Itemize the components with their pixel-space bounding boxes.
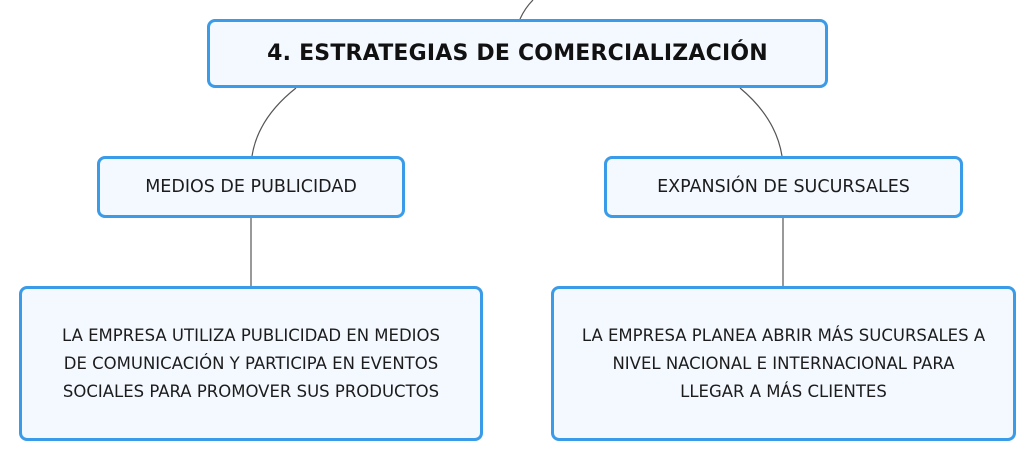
root-topic-label: 4. ESTRATEGIAS DE COMERCIALIZACIÓN: [267, 41, 768, 66]
subtopic-label: EXPANSIÓN DE SUCURSALES: [657, 177, 910, 197]
detail-medios-de-publicidad[interactable]: LA EMPRESA UTILIZA PUBLICIDAD EN MEDIOS …: [19, 286, 483, 441]
subtopic-expansion-de-sucursales[interactable]: EXPANSIÓN DE SUCURSALES: [604, 156, 963, 218]
subtopic-label: MEDIOS DE PUBLICIDAD: [145, 177, 357, 197]
detail-text: LA EMPRESA UTILIZA PUBLICIDAD EN MEDIOS …: [62, 325, 440, 401]
detail-expansion-de-sucursales[interactable]: LA EMPRESA PLANEA ABRIR MÁS SUCURSALES A…: [551, 286, 1016, 441]
detail-text: LA EMPRESA PLANEA ABRIR MÁS SUCURSALES A…: [581, 325, 986, 401]
connector-root-to-medios: [251, 87, 297, 157]
subtopic-medios-de-publicidad[interactable]: MEDIOS DE PUBLICIDAD: [97, 156, 405, 218]
connector-root-to-expansion: [739, 87, 783, 157]
root-topic-node[interactable]: 4. ESTRATEGIAS DE COMERCIALIZACIÓN: [207, 19, 828, 88]
parent-connector: [519, 0, 534, 20]
